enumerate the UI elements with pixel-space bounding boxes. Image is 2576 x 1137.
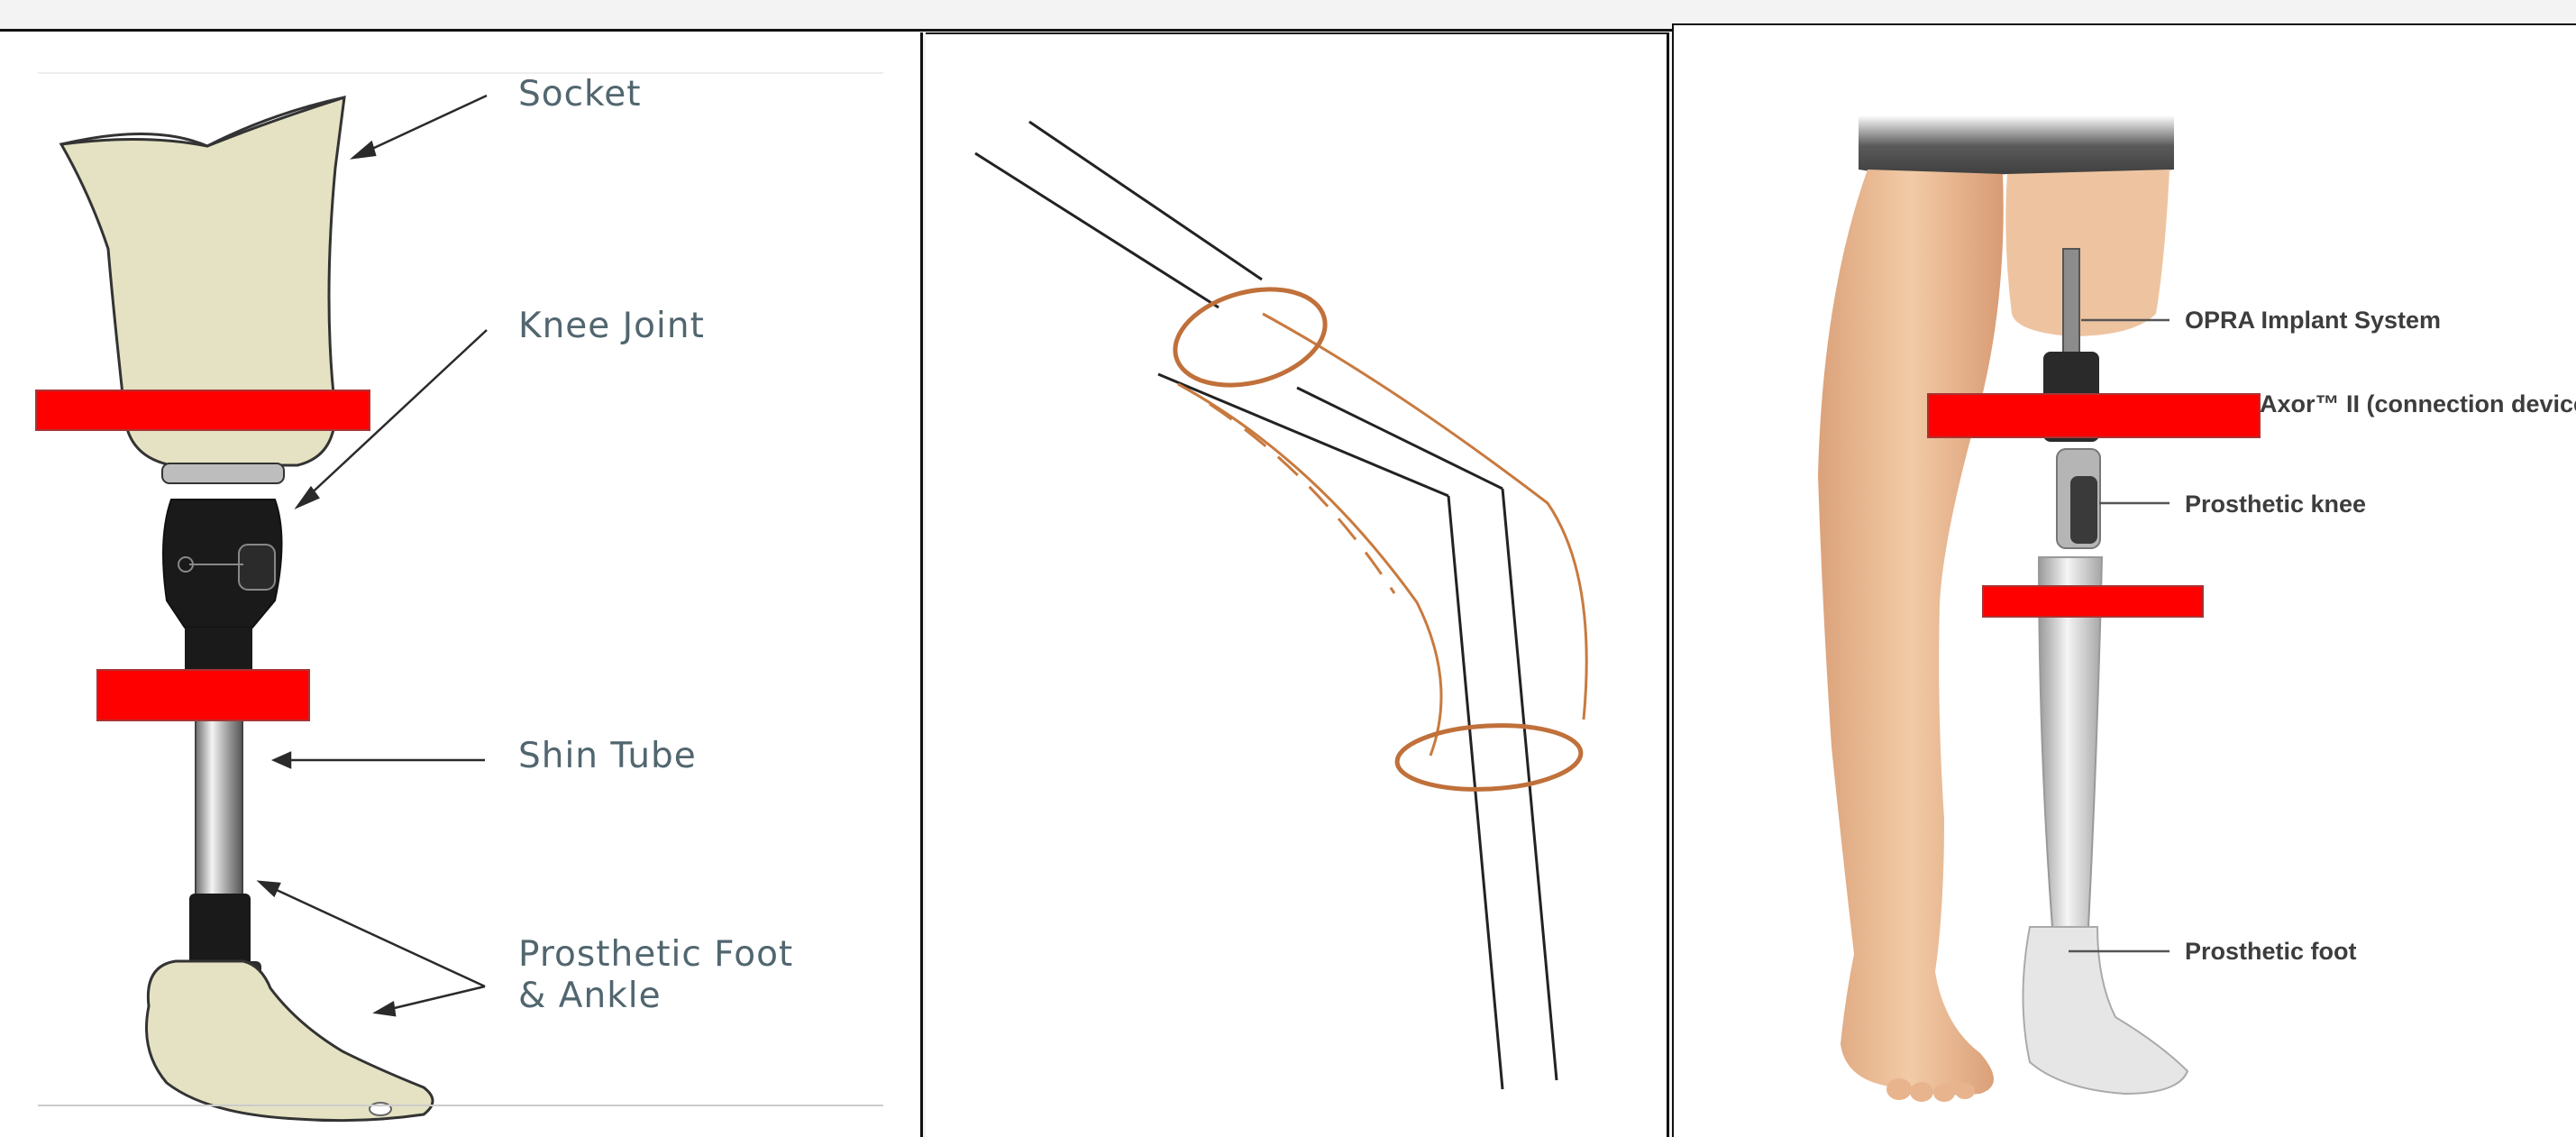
- top-border-line: [0, 29, 1672, 32]
- sketch-ring-bottom: [1395, 721, 1582, 794]
- label-prosthetic-foot-right: Prosthetic foot: [2185, 938, 2357, 965]
- prosthetic-leg-diagram-panel: Socket Knee Joint Shin Tube Prosthetic F…: [0, 32, 923, 1137]
- redaction-bar-4: [1983, 586, 2203, 617]
- prosthetic-leg-diagram: Socket Knee Joint Shin Tube Prosthetic F…: [0, 32, 923, 1137]
- label-ankle: & Ankle: [518, 976, 662, 1016]
- label-shin-tube: Shin Tube: [518, 736, 697, 776]
- prosthetic-foot-shape: [147, 961, 434, 1121]
- sketch-ring-top: [1165, 274, 1336, 401]
- label-knee-joint: Knee Joint: [518, 306, 705, 346]
- redaction-bar-3: [1928, 394, 2260, 437]
- residual-limb-shape: [2005, 170, 2170, 336]
- osseointegration-diagram: OPRA Implant System Axor™ II (connection…: [1674, 25, 2576, 1137]
- osseointegration-diagram-panel: OPRA Implant System Axor™ II (connection…: [1672, 23, 2576, 1137]
- label-socket: Socket: [518, 74, 642, 115]
- implant-rod: [2063, 249, 2079, 357]
- redaction-bar-1: [36, 390, 370, 430]
- shorts-shape: [1859, 115, 2174, 177]
- label-axor-connection: Axor™ II (connection device: [2260, 390, 2576, 417]
- natural-leg-shape: [1818, 170, 2004, 1095]
- label-prosthetic-knee: Prosthetic knee: [2185, 491, 2366, 518]
- socket-adapter: [162, 463, 284, 483]
- limb-sketch: [926, 34, 1669, 1137]
- redaction-bar-2: [97, 670, 309, 720]
- limb-sketch-panel: [926, 32, 1669, 1137]
- label-prosthetic-foot: Prosthetic Foot: [518, 934, 793, 975]
- label-opra-implant: OPRA Implant System: [2185, 307, 2441, 334]
